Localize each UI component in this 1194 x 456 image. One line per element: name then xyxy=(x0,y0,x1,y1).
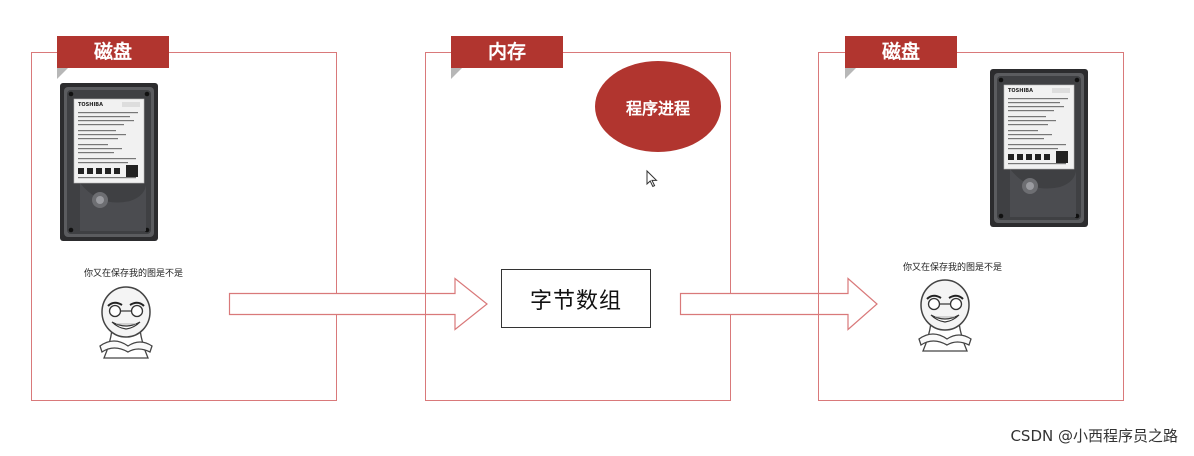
meme-face-icon xyxy=(918,279,972,352)
memory-tab: 内存 xyxy=(451,36,563,79)
disk-panel-right xyxy=(818,52,1124,401)
hard-drive-icon: TOSHIBA xyxy=(990,69,1088,227)
hard-drive-icon: TOSHIBA xyxy=(60,83,158,241)
csdn-watermark: CSDN @小西程序员之路 xyxy=(1010,427,1178,445)
meme-caption-left: 你又在保存我的图是不是 xyxy=(84,269,184,279)
disk-tab-left: 磁盘 xyxy=(57,36,169,79)
arrow-memory-to-disk xyxy=(679,277,878,331)
meme-face-icon xyxy=(99,286,153,359)
program-process-node: 程序进程 xyxy=(595,61,721,152)
mouse-cursor-icon xyxy=(646,169,658,188)
byte-array-box: 字节数组 xyxy=(501,269,651,328)
memory-panel xyxy=(425,52,731,401)
disk-panel-left xyxy=(31,52,337,401)
svg-text:TOSHIBA: TOSHIBA xyxy=(1008,88,1033,94)
svg-text:TOSHIBA: TOSHIBA xyxy=(78,102,103,108)
disk-tab-right: 磁盘 xyxy=(845,36,957,79)
meme-caption-right: 你又在保存我的图是不是 xyxy=(903,263,1003,273)
arrow-disk-to-memory xyxy=(228,277,488,331)
